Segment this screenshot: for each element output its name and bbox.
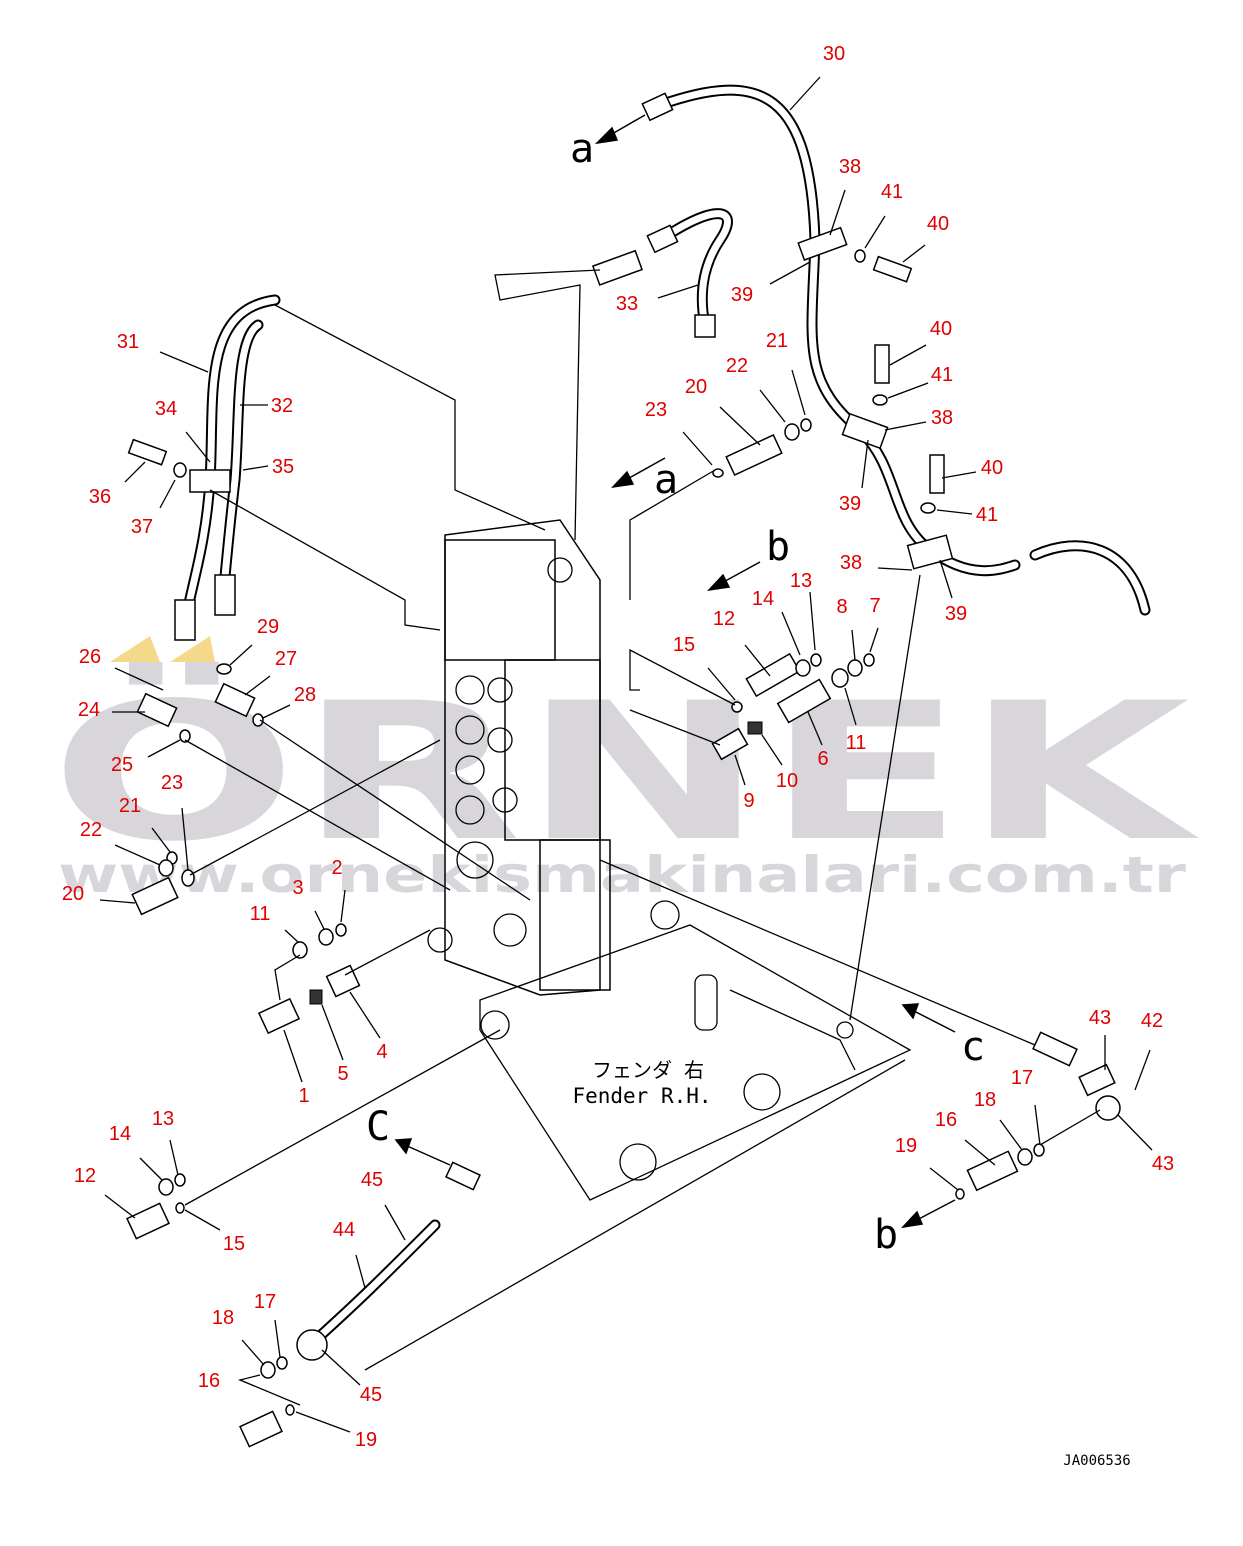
drawing-number: JA006536 <box>1063 1453 1130 1469</box>
leader-lines <box>99 76 1153 1433</box>
callout: 41 <box>881 181 903 203</box>
callout: 13 <box>152 1108 174 1130</box>
callout: 16 <box>935 1109 957 1131</box>
callout: 35 <box>272 456 294 478</box>
callout: 38 <box>931 407 953 429</box>
arrow-label-b: b <box>874 1212 898 1258</box>
callout: 25 <box>111 754 133 776</box>
callout: 16 <box>198 1370 220 1392</box>
callout: 40 <box>930 318 952 340</box>
callout: 9 <box>743 790 754 812</box>
callout: 12 <box>74 1165 96 1187</box>
callout: 33 <box>616 293 638 315</box>
watermark-url: www.ornekismakinalari.com.tr <box>58 846 1186 904</box>
callouts: 30 38 41 40 33 39 31 32 34 35 36 37 40 4… <box>62 43 1174 1451</box>
callout: 38 <box>839 156 861 178</box>
callout: 26 <box>79 646 101 668</box>
callout: 17 <box>1011 1067 1033 1089</box>
callout: 30 <box>823 43 845 65</box>
callout: 19 <box>895 1135 917 1157</box>
callout: 17 <box>254 1291 276 1313</box>
callout: 6 <box>817 748 828 770</box>
callout: 41 <box>976 504 998 526</box>
callout: 43 <box>1152 1153 1174 1175</box>
control-valve <box>427 519 912 1201</box>
callout: 43 <box>1089 1007 1111 1029</box>
callout: 18 <box>212 1307 234 1329</box>
o-rings <box>158 249 1045 1416</box>
callout: 21 <box>766 330 788 352</box>
callout: 20 <box>62 883 84 905</box>
callout: 19 <box>355 1429 377 1451</box>
callout: 23 <box>161 772 183 794</box>
direction-arrows <box>394 114 956 1229</box>
callout: 20 <box>685 376 707 398</box>
callout: 38 <box>840 552 862 574</box>
callout: 37 <box>131 516 153 538</box>
callout: 28 <box>294 684 316 706</box>
callout: 5 <box>337 1063 348 1085</box>
callout: 45 <box>360 1384 382 1406</box>
callout: 22 <box>726 355 748 377</box>
callout: 14 <box>752 588 774 610</box>
arrow-label-a: a <box>570 126 594 172</box>
arrow-label-b: b <box>766 524 790 570</box>
callout: 32 <box>271 395 293 417</box>
callout: 36 <box>89 486 111 508</box>
fender-label-jp: フェンダ 右 <box>592 1058 704 1082</box>
callout: 39 <box>839 493 861 515</box>
callout: 1 <box>298 1085 309 1107</box>
callout: 27 <box>275 648 297 670</box>
callout: 21 <box>119 795 141 817</box>
callout: 10 <box>776 770 798 792</box>
callout: 42 <box>1141 1010 1163 1032</box>
arrow-label-a: a <box>654 457 678 503</box>
arrow-letters: a a b c C b <box>366 126 985 1258</box>
callout: 41 <box>931 364 953 386</box>
callout: 11 <box>250 903 271 925</box>
callout: 2 <box>331 857 342 879</box>
callout: 44 <box>333 1219 355 1241</box>
callout: 15 <box>223 1233 245 1255</box>
arrow-label-c: c <box>961 1024 985 1070</box>
callout: 29 <box>257 616 279 638</box>
fittings <box>126 92 1121 1448</box>
callout: 15 <box>673 634 695 656</box>
callout: 40 <box>927 213 949 235</box>
callout: 7 <box>869 595 880 617</box>
callout: 8 <box>836 596 847 618</box>
callout: 45 <box>361 1169 383 1191</box>
fender-label-en: Fender R.H. <box>572 1084 711 1108</box>
callout: 39 <box>731 284 753 306</box>
callout: 3 <box>292 877 303 899</box>
callout: 31 <box>117 331 139 353</box>
callout: 39 <box>945 603 967 625</box>
callout: 13 <box>790 570 812 592</box>
callout: 11 <box>846 732 867 754</box>
callout: 14 <box>109 1123 131 1145</box>
callout: 24 <box>78 699 100 721</box>
arrow-label-c: C <box>366 1104 390 1150</box>
callout: 12 <box>713 608 735 630</box>
watermark: ÖRNEK www.ornekismakinalari.com.tr <box>50 636 1199 904</box>
callout: 40 <box>981 457 1003 479</box>
callout: 22 <box>80 819 102 841</box>
callout: 23 <box>645 399 667 421</box>
callout: 34 <box>155 398 177 420</box>
callout: 4 <box>376 1041 387 1063</box>
callout: 18 <box>974 1089 996 1111</box>
